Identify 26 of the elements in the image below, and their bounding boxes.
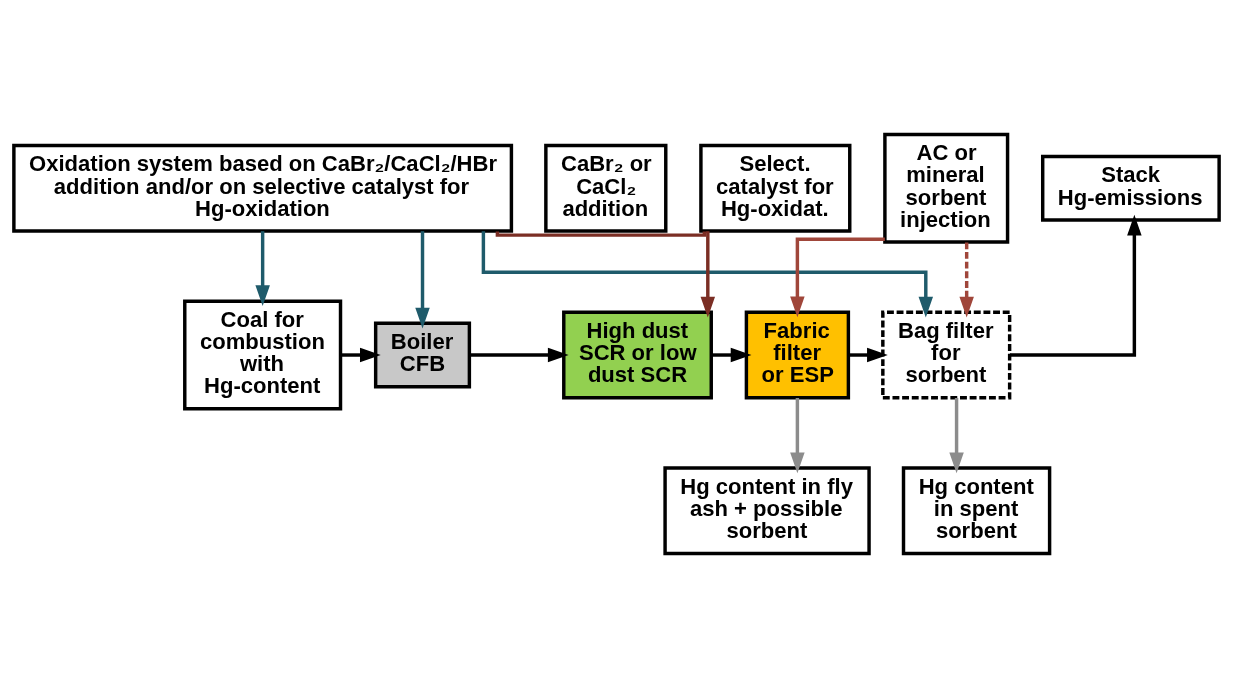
arrow [949, 398, 964, 474]
node-box: CaBr₂ or CaCl₂ addition [544, 143, 668, 233]
arrow [469, 347, 569, 363]
node-box: Hg content in fly ash + possible sorbent [663, 466, 871, 556]
arrow [711, 347, 752, 363]
node-box: AC or mineral sorbent injection [883, 132, 1010, 244]
node-box: Coal for combustion with Hg-content [183, 299, 343, 411]
node-box: Oxidation system based on CaBr₂/CaCl₂/HBr addition and/or on selective catalyst for Hg-oxidation [12, 143, 514, 233]
arrow [790, 237, 885, 318]
arrow [700, 231, 716, 318]
node-box: Fabric filter or ESP [744, 310, 851, 400]
node-box: Bag filter for sorbent [881, 310, 1012, 400]
node-box: Boiler CFB [373, 321, 472, 389]
arrow [959, 242, 974, 318]
node-box: Select. catalyst for Hg-oxidat. [699, 143, 852, 233]
arrow [415, 231, 430, 329]
arrow [340, 347, 381, 363]
node-box: Stack Hg-emissions [1041, 154, 1221, 222]
node-box: Hg content in spent sorbent [901, 466, 1052, 556]
node-box: High dust SCR or low dust SCR [562, 310, 713, 400]
connector [495, 231, 707, 237]
arrow [481, 231, 934, 318]
arrow [790, 398, 805, 474]
arrow [1009, 214, 1142, 357]
arrow [255, 231, 270, 307]
arrow [848, 347, 888, 363]
